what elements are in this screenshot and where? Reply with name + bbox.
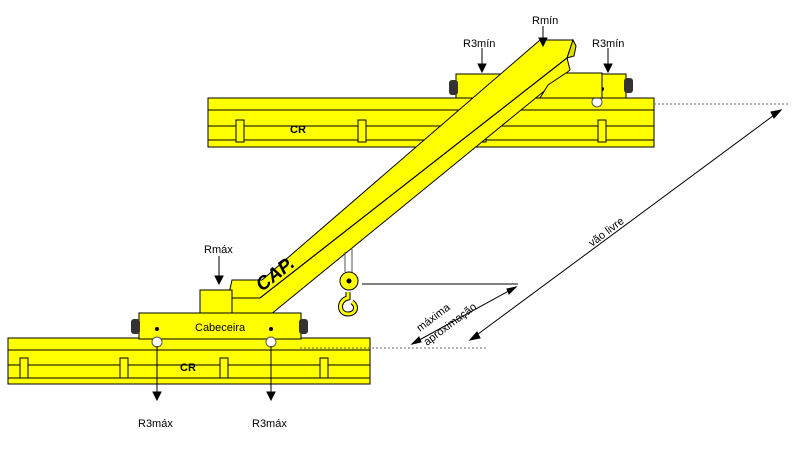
bottom-runway-beam bbox=[7, 337, 371, 385]
rmax-label: Rmáx bbox=[204, 244, 233, 256]
r3min-right-label: R3mín bbox=[592, 38, 624, 50]
r3min-left-label: R3mín bbox=[463, 38, 495, 50]
bridge-girder bbox=[199, 38, 603, 317]
cabeceira-label: Cabeceira bbox=[195, 322, 246, 334]
r3max-right-label: R3máx bbox=[252, 418, 287, 430]
hook-block bbox=[338, 248, 359, 317]
r3max-left-label: R3máx bbox=[138, 418, 173, 430]
load-arrows bbox=[152, 26, 613, 402]
cr-label-bottom: CR bbox=[180, 362, 196, 374]
cabeceira-end-truck bbox=[131, 312, 308, 348]
dimension-lines bbox=[300, 103, 790, 349]
vao-livre-label: vão livre bbox=[587, 215, 627, 249]
cr-label-top: CR bbox=[290, 124, 306, 136]
rmin-label: Rmín bbox=[532, 15, 558, 27]
